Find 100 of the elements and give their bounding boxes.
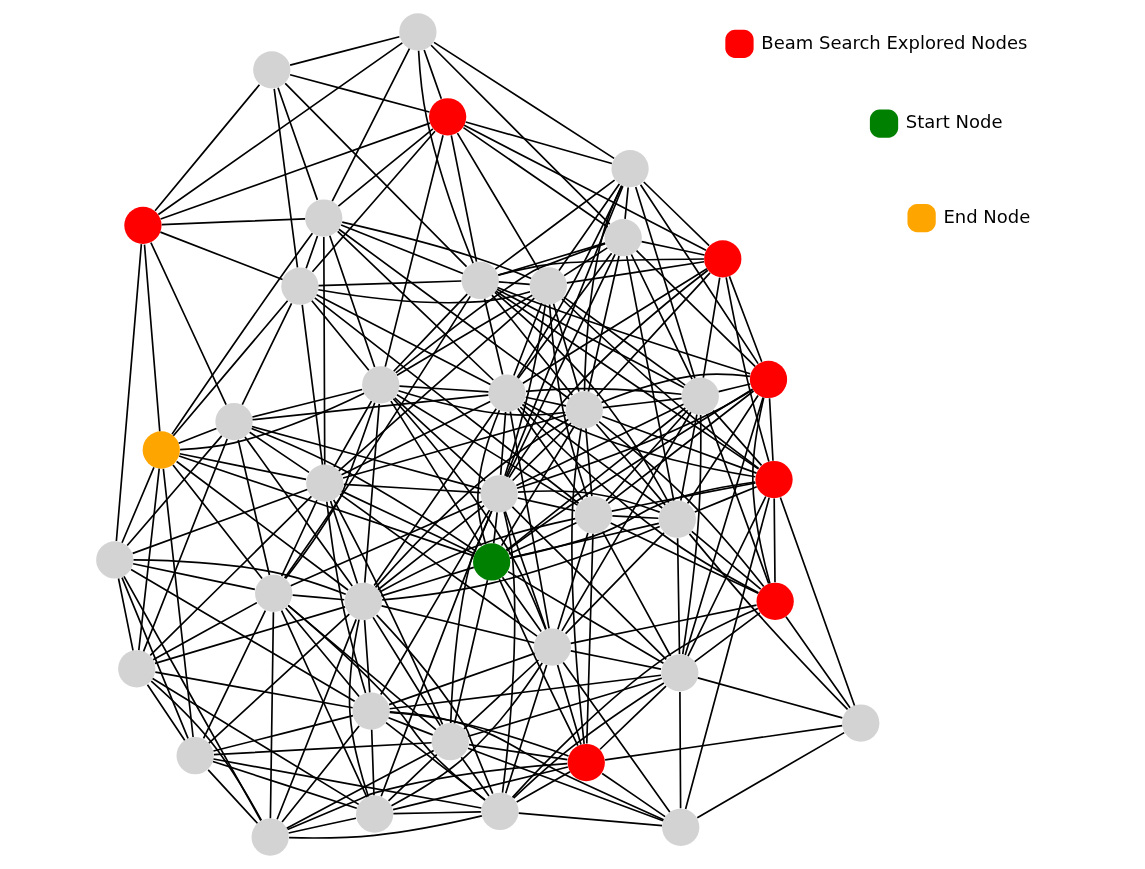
connector	[374, 418, 570, 589]
connector	[725, 276, 770, 463]
connector	[342, 414, 567, 479]
connector	[380, 605, 536, 644]
connector	[508, 521, 578, 555]
connector	[509, 481, 756, 559]
connector	[333, 400, 373, 468]
connector	[702, 276, 721, 379]
connector	[417, 49, 474, 264]
connector	[331, 47, 411, 203]
connector	[522, 401, 757, 478]
connector	[143, 243, 161, 433]
connector	[525, 387, 683, 396]
connector	[563, 296, 686, 386]
node-circle	[344, 582, 382, 621]
connector	[277, 86, 319, 201]
connector	[563, 247, 609, 277]
connector	[385, 721, 486, 801]
connector	[363, 619, 371, 694]
connector	[251, 394, 490, 421]
connector	[311, 130, 436, 273]
connector	[460, 756, 490, 797]
connector	[522, 267, 708, 385]
connector	[696, 677, 844, 719]
connector	[138, 467, 161, 651]
connector	[517, 490, 661, 513]
connector	[687, 495, 767, 657]
connector	[517, 252, 613, 380]
connector	[681, 414, 702, 655]
connector	[389, 711, 665, 821]
node-circle	[352, 692, 390, 730]
connector	[396, 294, 534, 377]
connector	[280, 609, 368, 798]
connector	[317, 288, 531, 304]
connector	[467, 677, 663, 738]
connector	[585, 532, 594, 745]
connector	[512, 682, 665, 799]
node-circle	[480, 475, 518, 513]
node-circle	[96, 541, 134, 579]
connector	[423, 49, 443, 100]
connector	[151, 677, 360, 806]
connector	[686, 394, 759, 505]
connector	[370, 728, 375, 797]
connector	[285, 749, 435, 830]
connector	[456, 132, 540, 271]
connector	[315, 294, 492, 386]
connector	[212, 760, 358, 810]
connector	[387, 716, 434, 736]
connector	[558, 183, 621, 272]
connector	[291, 594, 346, 601]
connector	[178, 455, 475, 557]
node-circle	[461, 261, 499, 300]
connector	[284, 401, 376, 580]
connector	[337, 297, 536, 472]
node-circle	[658, 500, 696, 538]
connector	[548, 303, 589, 498]
connector	[505, 407, 687, 552]
connector	[273, 87, 299, 269]
legend-label: Start Node	[905, 111, 1003, 133]
connector	[340, 490, 476, 555]
connector	[517, 812, 663, 827]
connector	[162, 467, 194, 738]
connector	[380, 510, 493, 798]
connector	[596, 271, 711, 397]
connector	[396, 393, 579, 506]
connector	[154, 671, 354, 709]
connector	[284, 82, 468, 268]
connector	[172, 299, 289, 437]
connector	[150, 680, 263, 822]
connector	[287, 604, 486, 801]
connector	[773, 497, 776, 584]
connector	[557, 532, 589, 631]
connector	[768, 397, 774, 462]
connector	[157, 42, 404, 216]
connector	[506, 253, 616, 478]
connector	[634, 186, 696, 380]
node-circle	[253, 51, 291, 89]
connector	[336, 230, 495, 381]
connector	[506, 388, 754, 552]
connector	[175, 460, 349, 591]
connector	[392, 293, 469, 373]
connector	[498, 578, 579, 747]
connector	[607, 390, 755, 505]
connector	[328, 234, 376, 368]
node-circle	[473, 543, 511, 581]
connector	[154, 606, 346, 665]
connector	[322, 236, 326, 466]
connector	[392, 397, 547, 631]
connector	[398, 385, 490, 393]
connector	[693, 612, 761, 663]
connector	[640, 240, 706, 256]
connector	[388, 652, 536, 706]
connector	[213, 741, 433, 756]
connector	[504, 664, 548, 795]
connector	[602, 397, 683, 409]
connector	[269, 611, 275, 820]
connector	[505, 185, 624, 478]
connector	[587, 255, 620, 393]
connector	[635, 249, 756, 368]
node-circle	[281, 267, 319, 305]
